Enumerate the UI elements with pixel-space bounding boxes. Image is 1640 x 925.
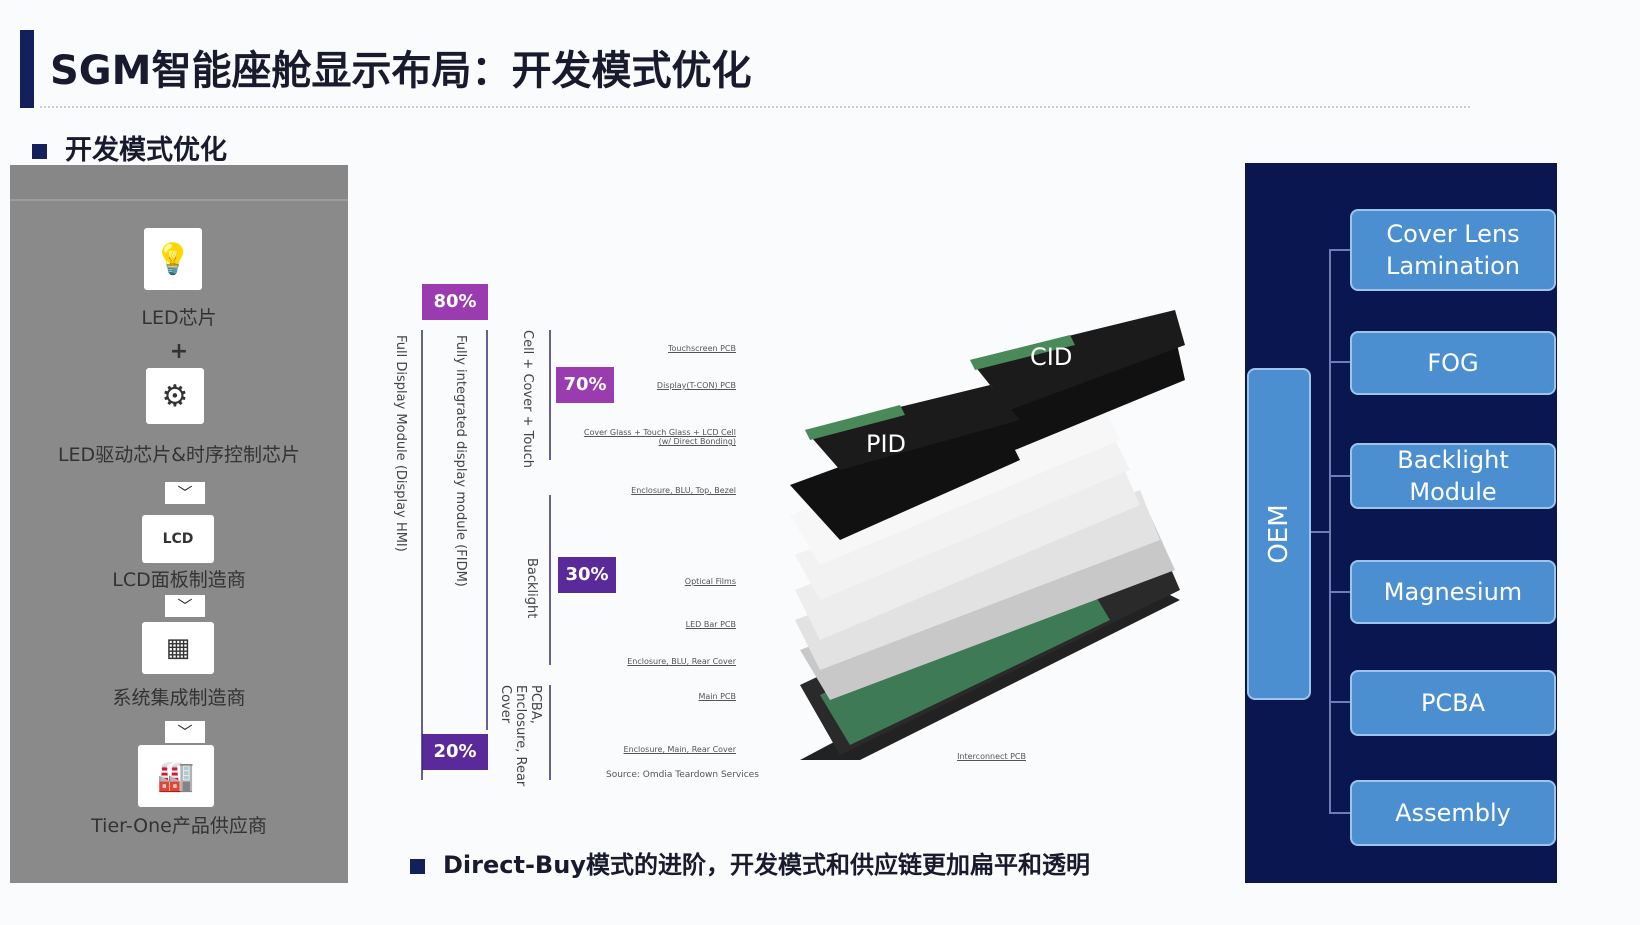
callout: Enclosure, Main, Rear Cover (623, 745, 736, 754)
percent-20-badge: 20% (422, 734, 488, 770)
title-accent-bar (20, 30, 34, 108)
section-heading-text: 开发模式优化 (65, 135, 227, 166)
callout: Display(T-CON) PCB (656, 381, 736, 390)
plus-icon: + (169, 339, 189, 364)
cover-lens-lamination-box: Cover Lens Lamination (1350, 209, 1556, 291)
item-label: 系统集成制造商 (112, 687, 246, 709)
bullet-icon (32, 144, 47, 159)
percent-70-badge: 70% (556, 367, 614, 403)
source-note: Source: Omdia Teardown Services (606, 770, 759, 780)
callout: Touchscreen PCB (668, 344, 736, 353)
percent-30-badge: 30% (558, 557, 616, 593)
callout: Main PCB (698, 692, 736, 701)
gears-icon: ⚙ (146, 368, 204, 424)
bullet-icon (410, 858, 425, 874)
chevron-down-icon: ﹀ (165, 721, 205, 743)
panel-icon: ▦ (142, 622, 214, 674)
callout: Enclosure, BLU, Rear Cover (627, 657, 736, 666)
item-label: LED驱动芯片&时序控制芯片 (57, 444, 301, 466)
oem-box: OEM (1247, 368, 1311, 700)
bracket-arrows (421, 330, 551, 780)
pid-label: PID (866, 430, 907, 458)
callout: Cover Glass + Touch Glass + LCD Cell (w/… (583, 428, 736, 446)
magnesium-box: Magnesium (1350, 560, 1556, 624)
item-label: Tier-One产品供应商 (91, 815, 267, 837)
fidm-label: Fully integrated display module (FIDM) (453, 335, 468, 587)
pcba-label: PCBA, Enclosure, Rear Cover (498, 685, 543, 787)
percent-80-badge: 80% (422, 284, 488, 320)
section-heading: 开发模式优化 (32, 128, 227, 167)
callout: Interconnect PCB (957, 752, 1026, 761)
oem-label: OEM (1264, 504, 1294, 564)
footer-note: Direct-Buy模式的进阶，开发模式和供应链更加扁平和透明 (410, 845, 1090, 880)
pcba-box: PCBA (1350, 670, 1556, 736)
page-title: SGM智能座舱显示布局：开发模式优化 (50, 48, 752, 94)
exploded-display-illustration (790, 310, 1185, 760)
item-label: LED芯片 (141, 307, 217, 329)
led-chip-icon: 💡 (144, 228, 202, 290)
item-label: LCD面板制造商 (112, 569, 246, 591)
full-display-label: Full Display Module (Display HMI) (393, 335, 408, 552)
callout: LED Bar PCB (685, 620, 736, 629)
callout: Enclosure, BLU, Top, Bezel (631, 486, 736, 495)
oem-panel: OEM Cover Lens Lamination FOG Backlight … (1245, 163, 1557, 883)
assembly-box: Assembly (1350, 780, 1556, 846)
callout: Optical Films (684, 577, 736, 586)
chevron-down-icon: ﹀ (165, 482, 205, 504)
factory-icon: 🏭 (138, 745, 214, 807)
backlight-label: Backlight (524, 558, 539, 619)
footer-text: Direct-Buy模式的进阶，开发模式和供应链更加扁平和透明 (443, 851, 1090, 879)
divider (40, 106, 1470, 108)
cid-label: CID (1030, 343, 1073, 371)
fog-box: FOG (1350, 331, 1556, 395)
supply-chain-panel: 💡 LED芯片 + ⚙ LED驱动芯片&时序控制芯片 ﹀ LCD LCD面板制造… (10, 165, 348, 883)
lcd-icon: LCD (142, 515, 214, 563)
chevron-down-icon: ﹀ (165, 595, 205, 617)
backlight-module-box: Backlight Module (1350, 443, 1556, 509)
cell-label: Cell + Cover + Touch (520, 330, 535, 468)
